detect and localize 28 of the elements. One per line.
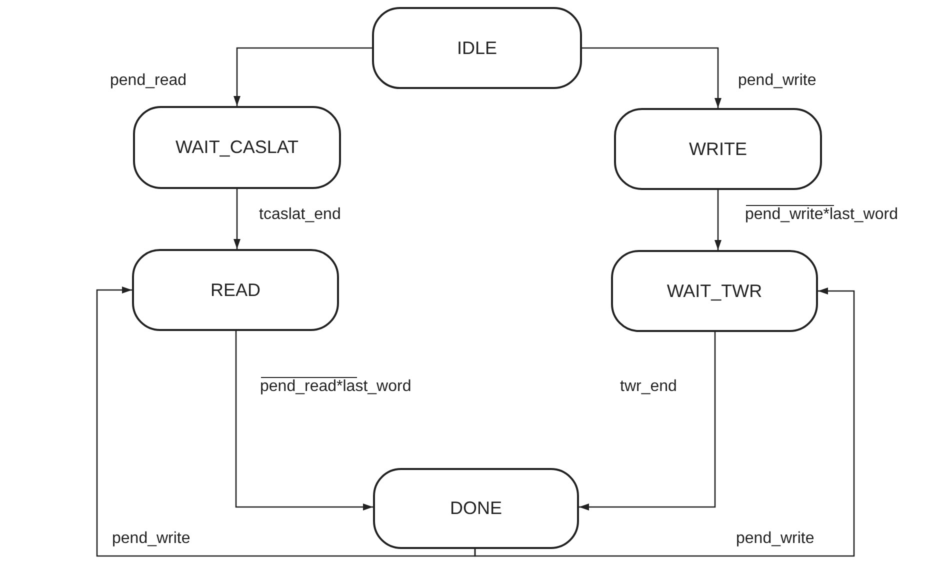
transition-arrow xyxy=(579,332,716,510)
edge-label: tcaslat_end xyxy=(259,206,341,224)
transition-arrow xyxy=(235,331,373,510)
edge-label: pend_write xyxy=(112,530,190,548)
state-box xyxy=(373,468,579,549)
transition-arrow xyxy=(474,288,855,557)
state-name: WRITE xyxy=(689,138,747,160)
state-name: READ xyxy=(210,280,260,300)
state-name: DONE xyxy=(450,498,502,519)
state-name: WAIT_TWR xyxy=(666,280,762,302)
edge-label: pend_write*last_word xyxy=(745,206,898,224)
state-box xyxy=(372,7,582,89)
state-box xyxy=(611,250,818,332)
transition-arrow xyxy=(234,189,240,249)
edge-label: pend_read xyxy=(110,72,187,90)
transition-arrow xyxy=(714,190,722,250)
edge-label: pend_read*last_word xyxy=(260,378,412,396)
state-name: WAIT_CASLAT xyxy=(175,137,299,158)
edge-label: pend_write xyxy=(736,530,814,548)
edge-label: twr_end xyxy=(620,378,677,396)
edge-label: pend_write xyxy=(738,72,816,90)
transition-arrow xyxy=(234,47,372,106)
transition-arrow xyxy=(582,47,722,108)
state-name: IDLE xyxy=(456,38,498,58)
state-box xyxy=(132,249,339,331)
transition-arrow xyxy=(96,286,476,557)
state-box xyxy=(133,106,341,189)
state-box xyxy=(614,108,822,190)
